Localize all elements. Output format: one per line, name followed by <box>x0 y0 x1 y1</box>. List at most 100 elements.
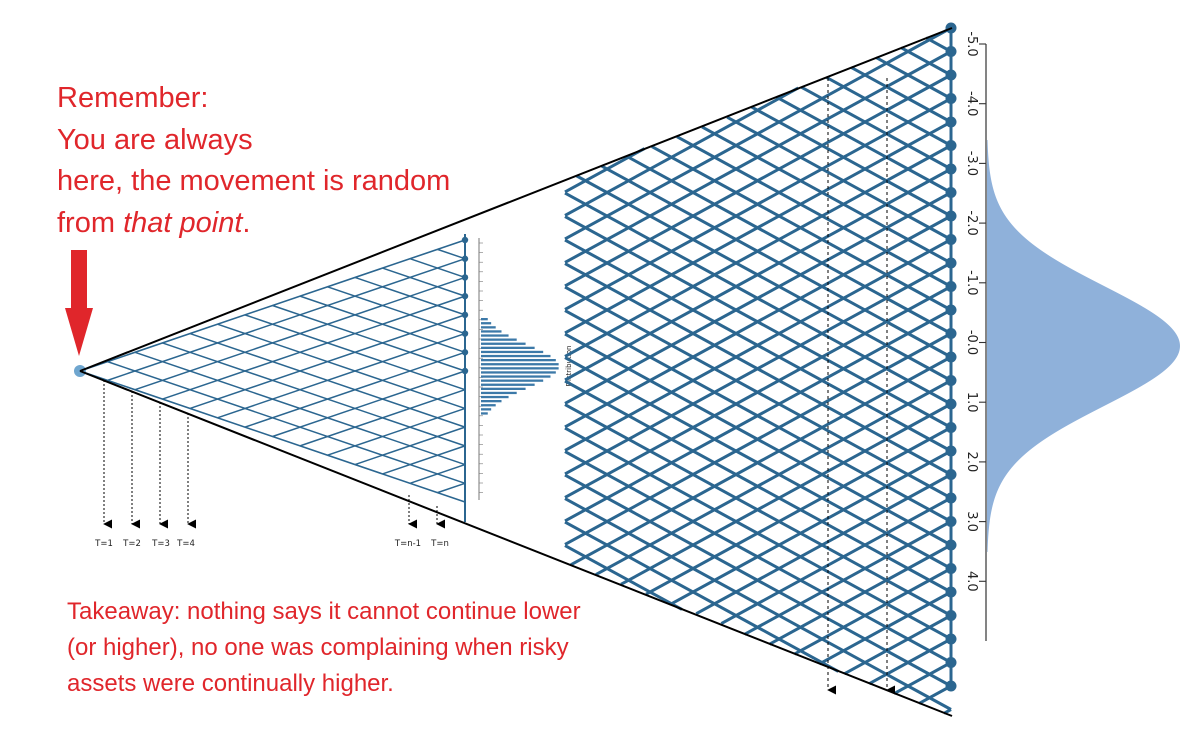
zoomed-lattice-edge <box>595 379 952 576</box>
zoomed-terminal-node <box>945 516 957 527</box>
small-hist-bar <box>481 330 502 333</box>
zoomed-lattice-edge <box>564 403 952 617</box>
time-step-label: T=2 <box>122 539 141 549</box>
takeaway-note: Takeaway: nothing says it cannot continu… <box>67 594 581 702</box>
small-hist-bar <box>481 371 556 374</box>
time-step-label: T=3 <box>151 539 170 549</box>
zoomed-lattice-edge <box>564 520 839 673</box>
zoomed-terminal-node <box>945 328 957 339</box>
small-terminal-node <box>461 367 469 375</box>
lattice-edge-down <box>437 248 466 260</box>
axis-tick-label: -1.0 <box>964 270 979 295</box>
small-hist-bar <box>481 354 551 358</box>
zoomed-lattice-edge <box>875 56 952 100</box>
zoomed-lattice-edge <box>868 637 952 685</box>
axis-tick-label: -2.0 <box>964 210 979 235</box>
small-terminal-node <box>461 292 469 300</box>
takeaway-line-1: Takeaway: nothing says it cannot continu… <box>67 598 581 625</box>
lattice-edge-up <box>409 463 466 484</box>
time-step-label: T=1 <box>94 539 113 549</box>
lattice-edge-up <box>272 370 466 438</box>
axis-tick-label: -0.0 <box>964 330 979 355</box>
small-hist-bar <box>481 383 535 386</box>
axis-tick-label: -3.0 <box>964 151 979 176</box>
zoomed-lattice-edge <box>564 332 952 547</box>
small-hist-bar <box>481 334 509 337</box>
zoomed-terminal-node <box>945 422 957 433</box>
zoomed-lattice-terminal-nodes <box>945 22 957 692</box>
zoomed-terminal-node <box>945 304 957 316</box>
zoomed-lattice-edge <box>600 164 952 359</box>
small-hist-bar <box>481 346 535 349</box>
small-hist-bar <box>481 395 509 399</box>
small-hist-bar <box>481 404 496 407</box>
zoomed-terminal-node <box>945 375 957 386</box>
zoomed-terminal-node <box>945 234 957 245</box>
zoomed-terminal-node <box>945 633 957 645</box>
zoomed-terminal-node <box>945 563 957 574</box>
zoomed-terminal-node <box>945 492 957 504</box>
normal-distribution-curve <box>987 140 1180 552</box>
lattice-edge-down <box>272 304 466 372</box>
zoomed-terminal-node <box>945 187 957 198</box>
lattice-edge-down <box>327 286 466 335</box>
axis-tick-label: -4.0 <box>964 91 979 116</box>
zoomed-lattice-edge <box>651 145 952 312</box>
zoomed-lattice-edge <box>564 147 646 194</box>
zoomed-lattice <box>564 26 952 715</box>
remember-note: Remember: You are always here, the movem… <box>57 78 450 244</box>
time-step-label: T=n <box>430 539 449 549</box>
zoomed-lattice-edge <box>620 402 952 586</box>
zoomed-terminal-node <box>945 116 957 128</box>
small-distribution-histogram <box>478 238 559 500</box>
small-hist-bar <box>481 391 517 395</box>
zoomed-terminal-node <box>945 93 957 104</box>
small-hist-bar <box>481 338 517 341</box>
time-step-arrows <box>103 380 446 529</box>
lattice-edge-up <box>299 389 466 447</box>
red-down-arrow-icon <box>65 250 93 356</box>
cone-lower-edge <box>79 370 953 717</box>
small-hist-bar <box>481 326 496 329</box>
lattice-edge-up <box>382 445 466 475</box>
lattice-edge-down <box>107 360 466 484</box>
distribution-axis-ticks: -5.0-4.0-3.0-2.0-1.0-0.01.02.03.04.0 <box>964 31 986 592</box>
zoomed-lattice-edge <box>850 66 952 124</box>
small-terminal-node <box>461 349 469 356</box>
lattice-edge-up <box>107 258 466 382</box>
lattice-edge-up <box>437 482 466 494</box>
lattice-edge-up <box>354 426 466 466</box>
zoomed-terminal-node <box>945 398 957 410</box>
zoomed-terminal-node <box>945 657 957 668</box>
remember-line-4-prefix: from <box>57 206 124 239</box>
lattice-edge-down <box>217 323 466 410</box>
zoomed-lattice-edge <box>564 379 952 594</box>
zoomed-terminal-node <box>945 69 957 81</box>
small-lattice <box>79 239 466 503</box>
takeaway-line-2: (or higher), no one was complaining when… <box>67 634 569 661</box>
zoomed-lattice-edge <box>564 544 683 611</box>
axis-tick-label: 3.0 <box>964 511 979 532</box>
zoomed-terminal-node <box>945 539 957 551</box>
small-hist-bar <box>481 318 488 321</box>
lattice-edge-up <box>244 351 466 428</box>
small-hist-bar <box>481 367 559 370</box>
small-hist-bar <box>481 387 526 390</box>
lattice-edge-up <box>189 314 466 410</box>
small-terminal-node <box>461 255 469 262</box>
takeaway-line-3: assets were continually higher. <box>67 670 394 697</box>
zoomed-time-step-arrows <box>827 78 896 695</box>
small-hist-bar <box>481 375 551 378</box>
zoomed-terminal-node <box>945 210 957 222</box>
small-hist-bar <box>481 322 492 325</box>
lattice-edge-up <box>217 332 466 419</box>
zoomed-terminal-node <box>945 610 957 621</box>
zoomed-lattice-edge <box>676 135 952 288</box>
small-terminal-node <box>461 236 469 244</box>
zoomed-lattice-edge <box>900 46 952 77</box>
lattice-edge-up <box>134 276 466 391</box>
zoomed-lattice-edge <box>645 426 952 596</box>
small-terminal-node <box>461 330 469 337</box>
small-hist-bar <box>481 342 526 345</box>
